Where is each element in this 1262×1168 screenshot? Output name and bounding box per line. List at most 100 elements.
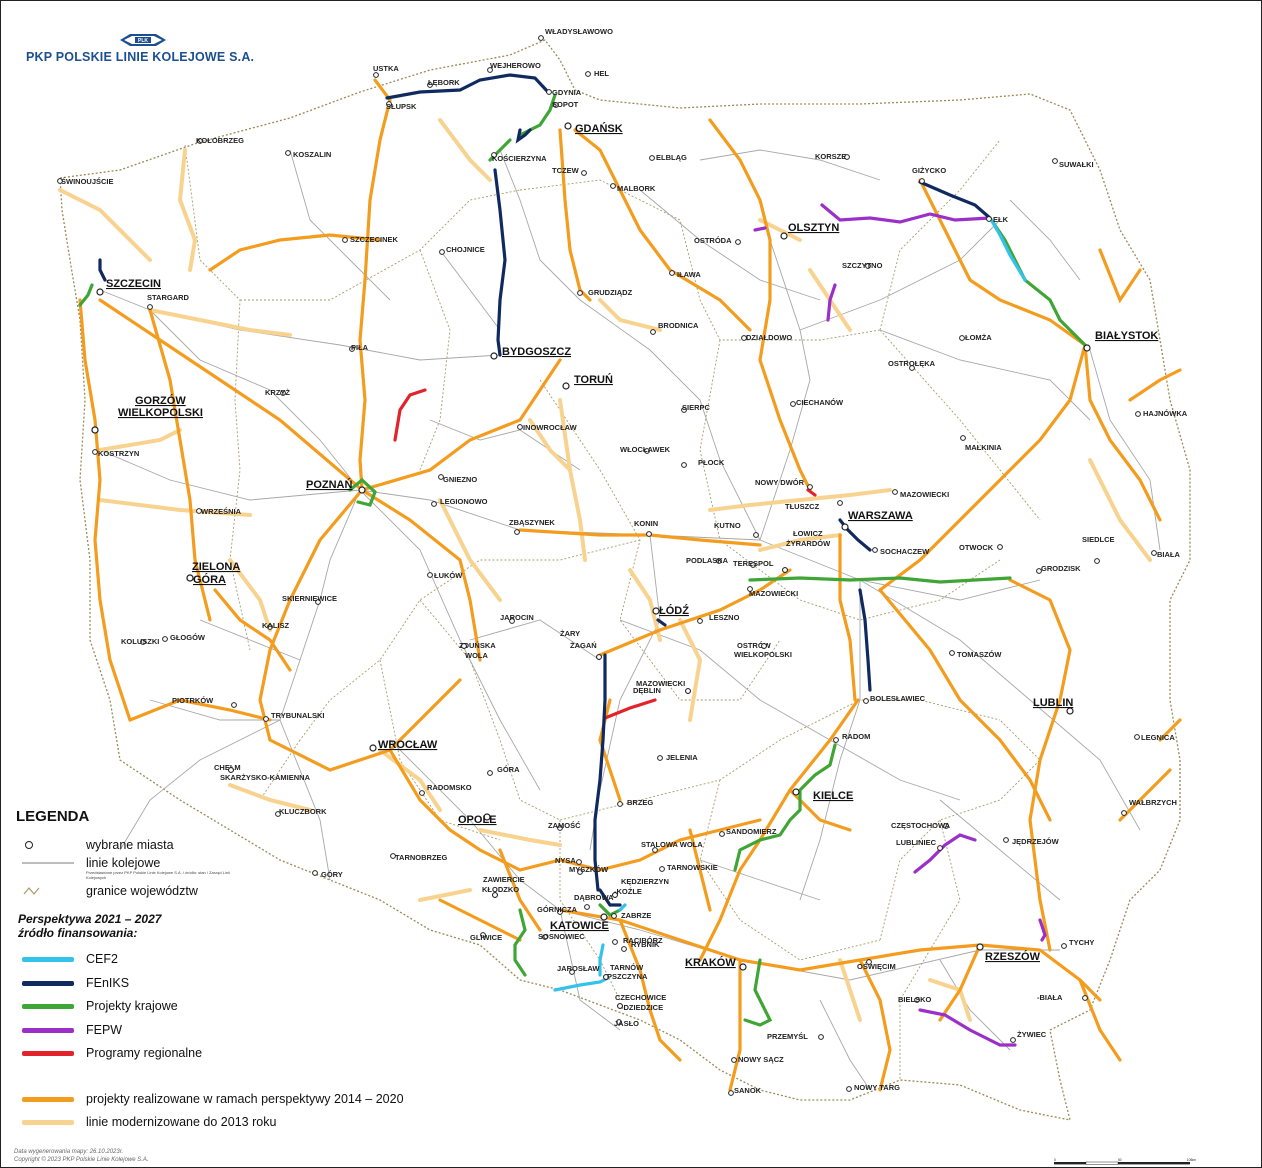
city-label: ZDUŃSKA	[459, 641, 496, 650]
capital-label: WARSZAWA	[848, 510, 913, 522]
city-label: LUBLINIEC	[896, 838, 937, 847]
footer: Data wygenerowania mapy: 26.10.2023r. Co…	[14, 1148, 149, 1164]
city-label: OŚWIĘCIM	[857, 962, 896, 971]
city-label: GLIWICE	[470, 933, 502, 942]
legend-label: linie modernizowane do 2013 roku	[86, 1115, 277, 1129]
city-label: SANDOMIERZ	[726, 827, 777, 836]
city-marker-icon	[659, 866, 665, 872]
city-label: EŁK	[993, 215, 1009, 224]
city-marker-icon	[617, 801, 623, 807]
city-marker-icon	[514, 529, 520, 535]
city-label: KOŁOBRZEG	[196, 136, 244, 145]
city-label: TARNOBRZEG	[395, 853, 448, 862]
city-marker-icon	[611, 913, 617, 919]
city-label: GÓRY	[321, 870, 343, 879]
city-label: NOWY TARG	[854, 1083, 900, 1092]
city-label: TOMASZÓW	[957, 650, 1002, 659]
city-marker-icon	[761, 643, 767, 649]
perspective-subtitle: źródło finansowania:	[18, 926, 138, 940]
city-marker-icon	[728, 1090, 734, 1096]
plk-emblem-icon: PLK	[120, 34, 166, 46]
city-label: ŻYRARDÓW	[786, 539, 831, 548]
city-marker-icon	[669, 270, 675, 276]
legend-item-funding: FEPW	[16, 1021, 122, 1039]
city-label: HEL	[594, 69, 609, 78]
capital-label: BYDGOSZCZ	[502, 346, 571, 358]
city-label: ŁOMŻA	[965, 333, 992, 342]
city-label: TARNÓW	[610, 963, 644, 972]
city-marker-icon	[866, 959, 872, 965]
capital-marker-icon	[1083, 344, 1091, 352]
city-marker-icon	[621, 946, 627, 952]
city-marker-icon	[557, 909, 563, 915]
city-marker-icon	[719, 831, 725, 837]
city-label: TARNOWSKIE	[667, 863, 718, 872]
city-marker-icon	[960, 435, 966, 441]
lines-regional-programs	[393, 388, 817, 720]
capital-marker-icon	[564, 122, 572, 130]
legend-item-funding: Projekty krajowe	[16, 997, 178, 1015]
city-marker-icon	[616, 1019, 622, 1025]
dashed-border-icon	[23, 887, 40, 895]
city-marker-icon	[349, 346, 355, 352]
city-label: ŚWINOUJŚCIE	[61, 177, 114, 186]
city-marker-icon	[439, 249, 445, 255]
city-marker-icon	[681, 462, 687, 468]
city-label: SOSNOWIEC	[538, 932, 585, 941]
city-label: ZBĄSZYNEK	[509, 518, 555, 527]
city-label: GÓRA	[497, 765, 520, 774]
legend-small-note: Przedstawione przez PKP Polskie Linie Ko…	[86, 870, 230, 880]
city-label: -BIAŁA	[1037, 993, 1063, 1002]
capital-label: POZNAŃ	[306, 478, 353, 491]
city-marker-icon	[581, 170, 587, 176]
city-label: WŁOCŁAWEK	[620, 445, 671, 454]
city-label: JĘDRZEJÓW	[1012, 837, 1060, 846]
capital-label: OPOLE	[458, 814, 497, 826]
city-label: MAZOWIECKI	[900, 490, 949, 499]
capital-layer: SZCZECINGDAŃSKBYDGOSZCZTORUŃOLSZTYNBIAŁY…	[91, 122, 1158, 971]
capital-marker-icon	[652, 607, 660, 615]
city-label: ZABRZE	[621, 911, 651, 920]
city-marker-icon	[818, 1034, 824, 1040]
legend-swatch	[22, 1004, 74, 1009]
city-marker-icon	[697, 618, 703, 624]
capital-label: TORUŃ	[574, 373, 613, 386]
city-label: MAZOWIECKI	[636, 679, 685, 688]
lines-fepw	[753, 203, 1047, 1047]
city-marker-icon	[1052, 158, 1058, 164]
city-label: KUTNO	[714, 521, 741, 530]
legend-title: LEGENDA	[16, 808, 90, 825]
city-marker-icon	[685, 688, 691, 694]
city-marker-icon	[914, 997, 920, 1003]
capital-marker-icon	[96, 288, 104, 296]
city-marker-icon	[617, 1003, 623, 1009]
city-label: WAŁBRZYCH	[1129, 798, 1177, 807]
legend-label: CEF2	[86, 952, 118, 966]
city-marker-icon	[584, 904, 590, 910]
legend-item-other: linie modernizowane do 2013 roku	[16, 1113, 276, 1131]
city-label: KORSZE	[815, 152, 846, 161]
city-label: LEGNICA	[1141, 733, 1175, 742]
city-label: TCZEW	[552, 166, 580, 175]
city-label: GŁOGÓW	[170, 633, 206, 642]
capital-marker-icon	[483, 813, 491, 821]
scale-label-end: 100	[1187, 1158, 1193, 1162]
city-marker-icon	[612, 939, 618, 945]
city-label: KOŚCIERZYNA	[492, 154, 547, 163]
city-label: ZAWIERCIE	[483, 875, 525, 884]
city-marker-icon	[315, 599, 321, 605]
city-marker-icon	[986, 216, 992, 222]
city-marker-icon	[491, 152, 497, 158]
city-label: RYBNIK	[631, 940, 660, 949]
city-marker-icon	[731, 1057, 737, 1063]
city-marker-icon	[657, 755, 663, 761]
city-label: KOLUSZKI	[121, 637, 159, 646]
footer-date: Data wygenerowania mapy: 26.10.2023r.	[14, 1149, 124, 1155]
city-label: SANOK	[734, 1086, 762, 1095]
scale-unit: km	[1192, 1158, 1197, 1162]
city-marker-icon	[569, 969, 575, 975]
city-label: WIELKOPOLSKI	[734, 650, 792, 659]
city-marker-icon	[312, 870, 318, 876]
lines-national-projects	[78, 93, 1087, 1027]
